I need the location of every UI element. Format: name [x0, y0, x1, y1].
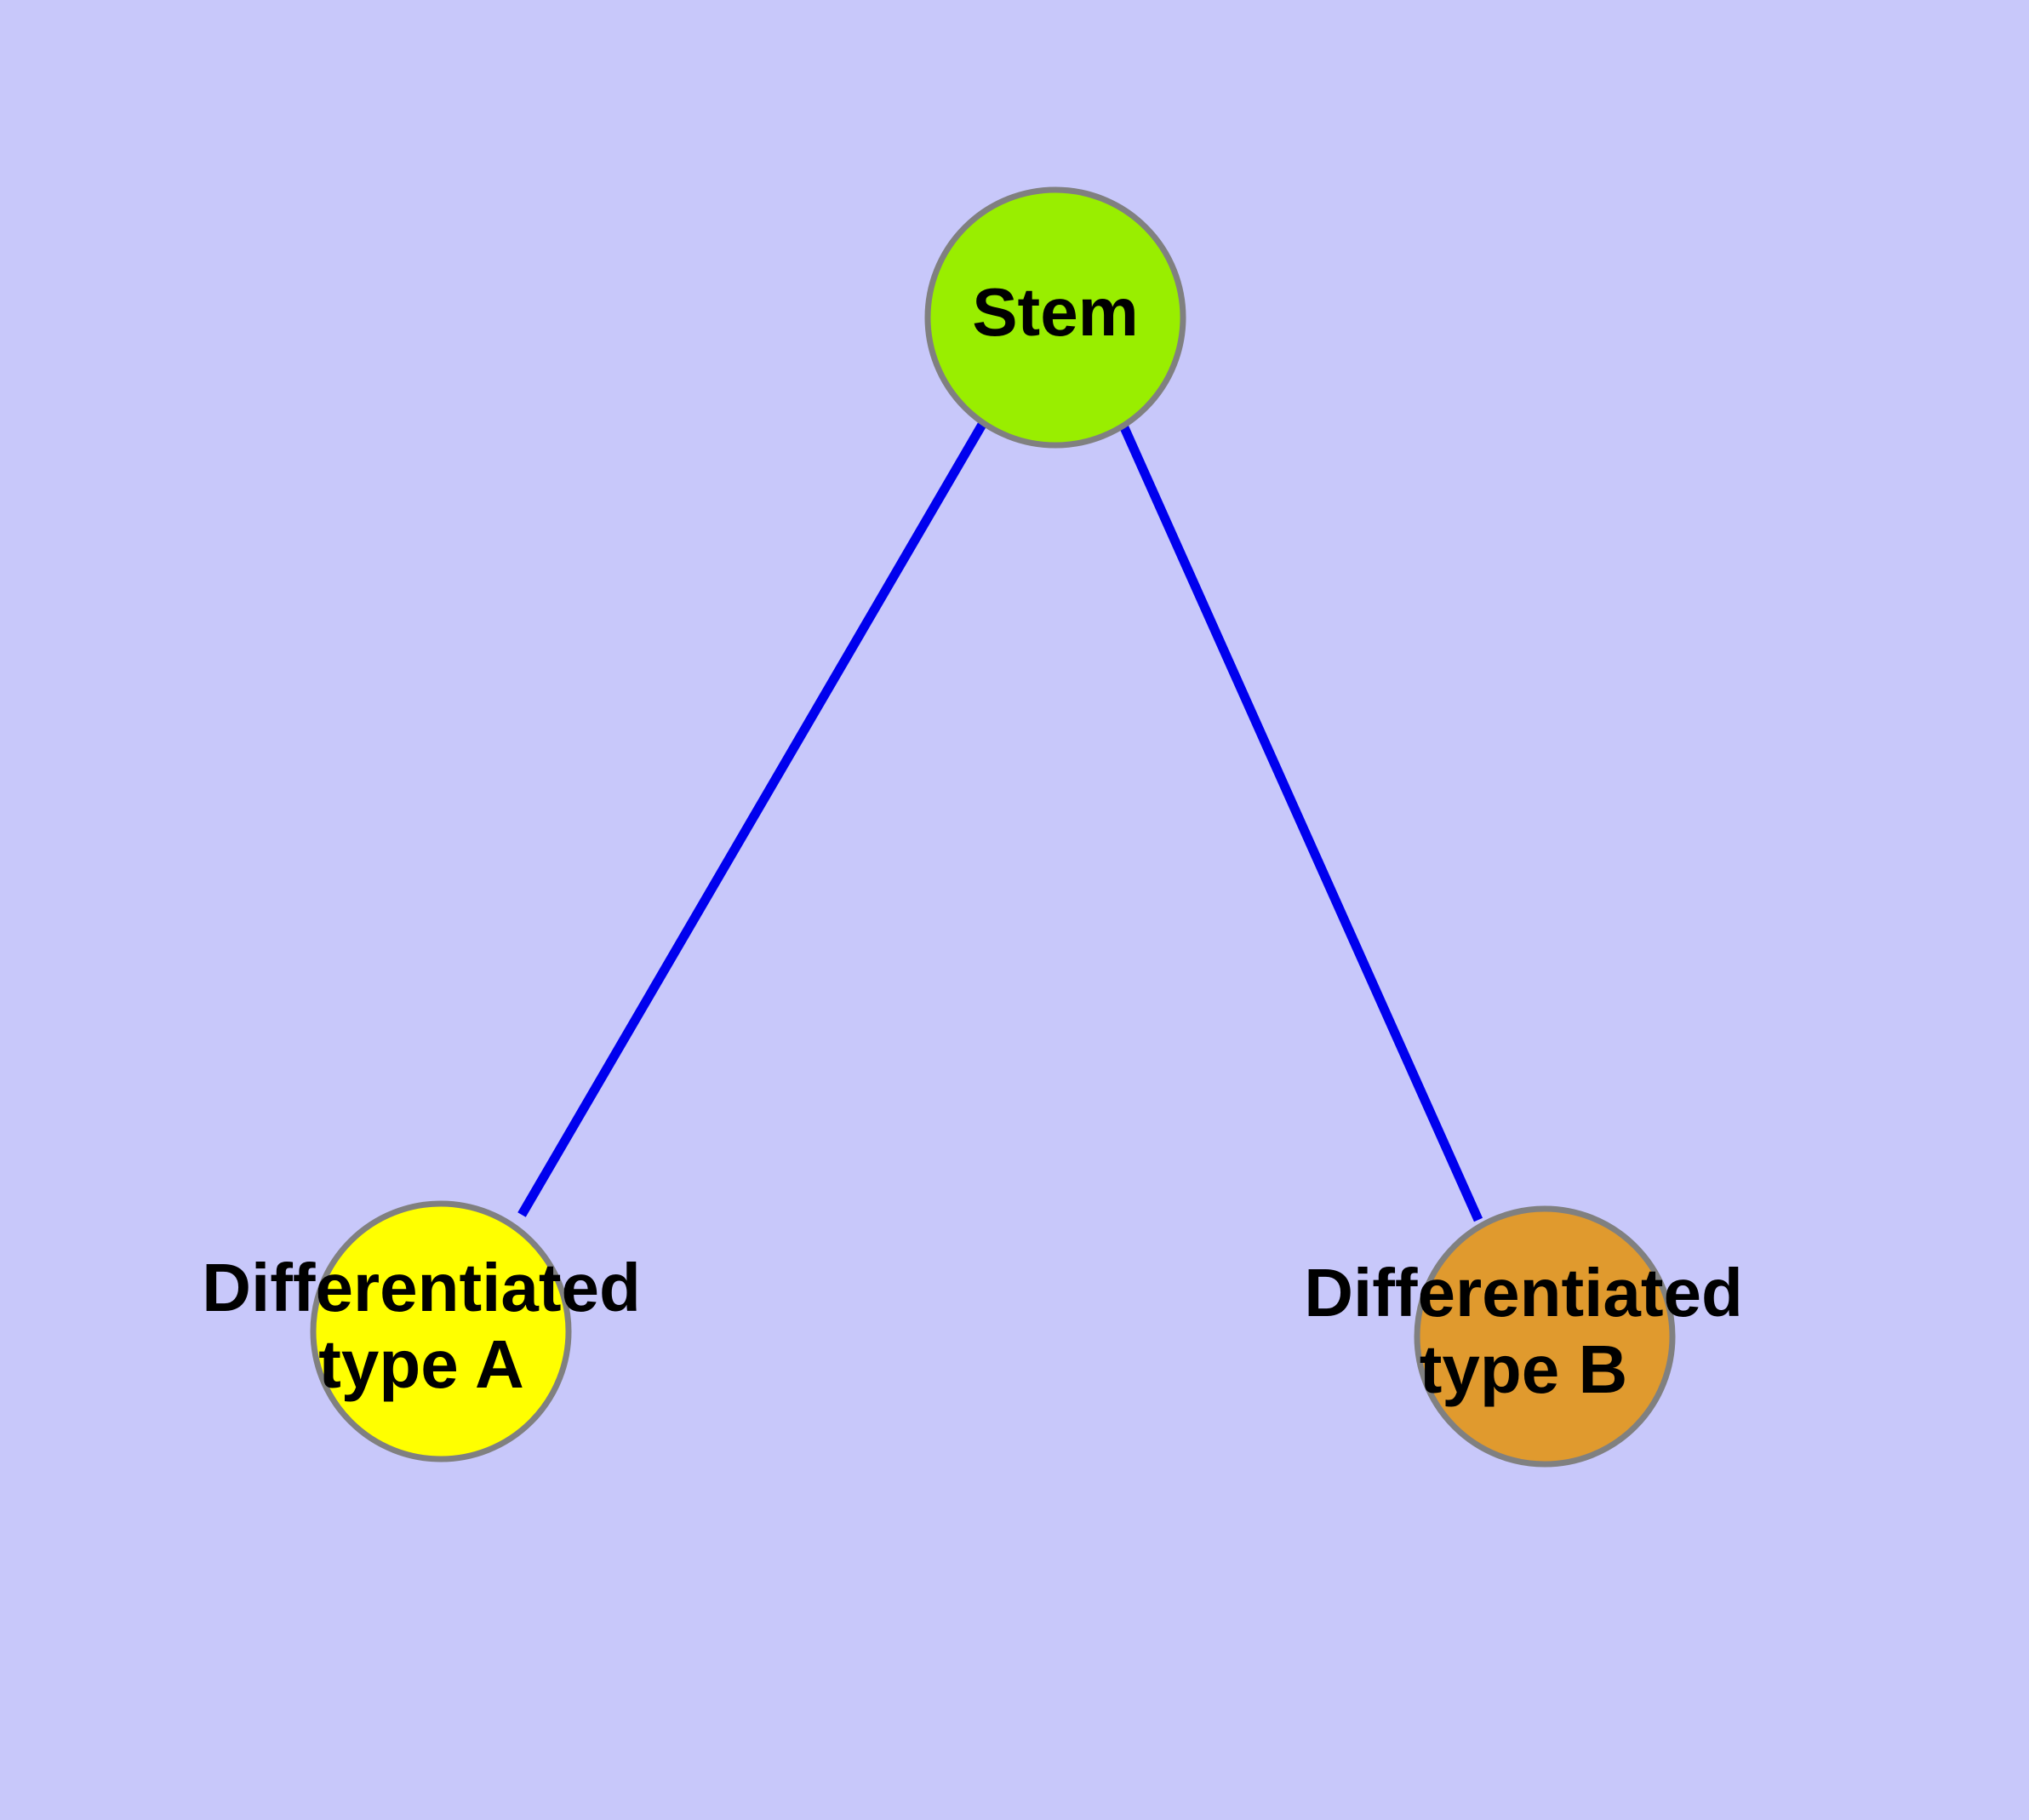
node-label-stem: Stem	[972, 274, 1139, 350]
edge-stem-to-diff-a	[517, 421, 987, 1217]
edges-layer	[517, 421, 1483, 1222]
edge-stem-to-diff-b	[1118, 423, 1483, 1222]
node-stem[interactable]	[924, 186, 1186, 449]
node-diff-a[interactable]	[310, 1200, 572, 1462]
node-diff-b[interactable]	[1414, 1205, 1676, 1468]
node-label-line: Stem	[972, 274, 1139, 350]
node-label-line: type A	[318, 1326, 524, 1402]
node-label-line: type B	[1420, 1331, 1628, 1407]
node-label-line: Differentiated	[1304, 1255, 1743, 1331]
nodes-layer	[310, 186, 1676, 1468]
node-label-line: Differentiated	[202, 1250, 641, 1325]
